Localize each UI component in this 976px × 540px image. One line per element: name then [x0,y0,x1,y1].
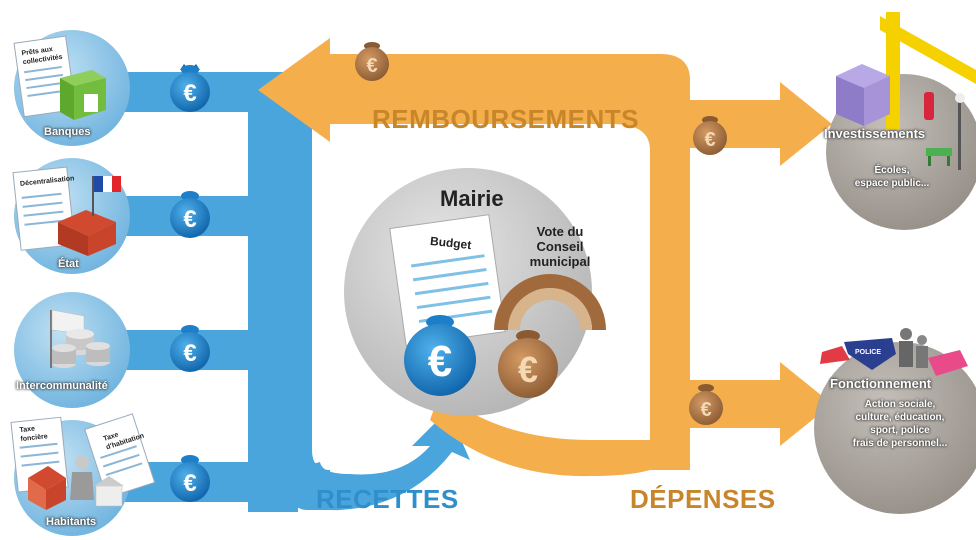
mairie-money-bag-blue: € [404,315,476,396]
euro-symbol: € [518,349,538,390]
mairie-money-bag-brown: € [498,330,558,398]
money-bag-brown-2: € [693,116,727,155]
fonctionnement-line-4: frais de personnel... [852,438,948,449]
people-icon [899,328,928,368]
investissements-title: Investissements [824,126,926,141]
police-badge-text: POLICE [855,349,881,356]
vote-conseil-label: Vote du Conseil municipal [522,224,598,269]
police-badge-icon: POLICE [844,338,896,370]
money-bag-brown-1: € [355,42,389,81]
recettes-label: RECETTES [316,484,459,514]
fonctionnement-circle [814,342,976,514]
school-building-icon [836,64,890,126]
euro-symbol: € [366,55,377,77]
money-bag-blue-1: € [170,64,210,112]
source-habitants [10,413,156,536]
fonctionnement-line-2: culture, éducation, [855,412,945,423]
fonctionnement-line-1: Action sociale, [864,399,936,410]
destination-investissements [826,12,976,230]
recettes-trunk [248,72,298,512]
vote-line-2: Conseil [536,239,584,254]
investissements-line-2: espace public... [854,178,930,189]
investissements-line-1: Écoles, [874,165,910,176]
fonctionnement-title: Fonctionnement [830,376,932,391]
bank-icon [60,70,106,120]
vote-line-1: Vote du [536,224,584,239]
recettes-arrow-to-mairie [290,410,470,511]
destination-fonctionnement: POLICE [814,328,976,514]
vote-line-3: municipal [529,254,591,269]
budget-document-icon [389,214,506,347]
sneaker-icon [820,346,850,364]
banques-label: Banques [44,126,91,138]
source-banques [13,30,130,146]
euro-symbol: € [183,80,196,107]
residents-icon [28,455,124,510]
extinguisher-icon [924,92,934,120]
money-bag-blue-4: € [170,455,210,502]
book-icon [928,350,968,376]
euro-symbol: € [183,206,196,233]
depenses-label: DÉPENSES [630,484,776,514]
intercommunalite-label: Intercommunalité [16,380,108,392]
remboursements-label: REMBOURSEMENTS [372,104,640,134]
streetlamp-icon [955,93,965,170]
bench-icon [926,148,952,166]
fonctionnement-line-3: sport, police [870,425,930,436]
etat-label: État [58,258,79,270]
investissements-desc: Écoles, espace public... [842,164,942,190]
intercommunality-icon [50,309,110,368]
euro-symbol: € [183,470,196,497]
tax-document-2-icon [84,413,156,499]
arrow-to-investissements [690,82,832,166]
state-building-icon [58,176,121,256]
depenses-flow [430,392,650,477]
council-chamber-icon [494,274,606,330]
money-bag-blue-2: € [170,191,210,238]
remboursements-flow [258,38,832,470]
habitants-label: Habitants [46,516,97,528]
mairie-title: Mairie [440,186,504,211]
euro-symbol: € [183,340,196,367]
euro-symbol: € [700,399,711,421]
source-intercommunalite [14,292,130,408]
euro-symbol: € [704,129,715,151]
source-etat [12,158,130,274]
euro-symbol: € [428,337,452,386]
money-bag-brown-3: € [689,384,723,425]
arrow-to-fonctionnement [690,362,832,446]
fonctionnement-desc: Action sociale, culture, éducation, spor… [832,398,968,450]
money-bag-blue-3: € [170,325,210,372]
mairie-node: € € [344,168,606,416]
